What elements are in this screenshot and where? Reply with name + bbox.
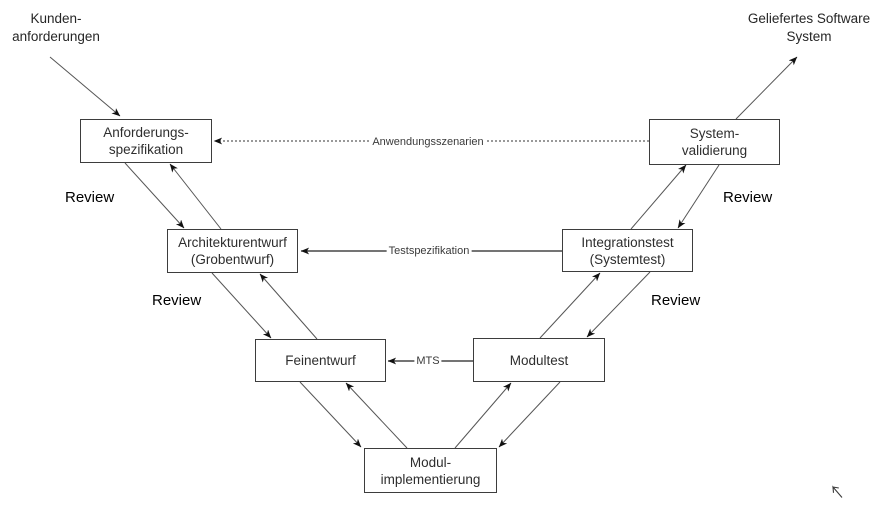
box-label-line: Modultest bbox=[509, 352, 569, 368]
arrow-modultest-to-integrationstest bbox=[539, 272, 601, 339]
box-integrationstest: Integrationstest (Systemtest) bbox=[562, 229, 693, 272]
box-label-line: Modul- bbox=[409, 454, 452, 470]
arrow-feinentwurf-to-modulimpl bbox=[299, 381, 362, 448]
arrow-modulimpl-up-left bbox=[345, 382, 408, 449]
box-label-line: Anforderungs- bbox=[103, 125, 189, 140]
box-label-line: (Grobentwurf) bbox=[190, 252, 275, 267]
label-line: Kunden- bbox=[30, 11, 82, 26]
box-label-line: (Systemtest) bbox=[589, 251, 666, 267]
edge-label-mts: MTS bbox=[414, 355, 442, 367]
review-label-left-1: Review bbox=[65, 189, 115, 206]
arrow-architektur-review-up bbox=[169, 163, 222, 230]
arrow-modultest-down-left bbox=[498, 381, 561, 448]
box-label-line: Feinentwurf bbox=[285, 353, 356, 368]
edge-label-testspezifikation: Testspezifikation bbox=[386, 245, 472, 257]
review-label-right-1: Review bbox=[723, 189, 773, 206]
arrow-modulimpl-to-modultest bbox=[454, 382, 512, 449]
box-architekturentwurf: Architekturentwurf (Grobentwurf) bbox=[167, 229, 298, 273]
review-label-left-2: Review bbox=[152, 292, 202, 309]
arrow-integrationstest-to-systemvalidierung bbox=[630, 164, 687, 230]
label-line: Geliefertes Software bbox=[747, 11, 871, 26]
box-label-line: spezifikation bbox=[108, 142, 184, 157]
label-line: anforderungen bbox=[12, 29, 100, 44]
arrow-kundenanforderungen-in bbox=[49, 56, 121, 117]
arrow-architektur-to-feinentwurf bbox=[211, 272, 272, 339]
review-label-right-2: Review bbox=[651, 292, 701, 309]
arrow-anforderung-to-architektur bbox=[124, 162, 185, 229]
arrow-feinentwurf-review-up bbox=[259, 273, 318, 340]
label-line: System bbox=[786, 29, 832, 44]
box-label-line: Architekturentwurf bbox=[178, 235, 287, 250]
box-anforderungsspezifikation: Anforderungs- spezifikation bbox=[80, 119, 212, 163]
box-modultest: Modultest bbox=[473, 338, 605, 382]
edge-label-anwendungsszenarien: Anwendungsszenarien bbox=[370, 136, 486, 148]
left-descending-arrows bbox=[124, 162, 408, 449]
box-label-line: implementierung bbox=[380, 471, 481, 487]
arrow-integrationstest-review-down bbox=[586, 271, 651, 338]
mouse-cursor bbox=[832, 485, 843, 498]
arrow-systemvalidierung-review-down bbox=[677, 164, 720, 229]
box-label-line: System- bbox=[689, 126, 740, 141]
right-ascending-arrows bbox=[454, 164, 720, 449]
arrow-geliefertes-system-out bbox=[735, 56, 798, 120]
box-systemvalidierung: System- validierung bbox=[649, 119, 780, 165]
label-kundenanforderungen: Kunden- anforderungen bbox=[2, 10, 110, 46]
box-modulimplementierung: Modul- implementierung bbox=[364, 448, 497, 493]
entry-exit-arrows bbox=[49, 56, 798, 120]
box-label-line: Integrationstest bbox=[581, 234, 674, 250]
label-geliefertes-software-system: Geliefertes Software System bbox=[740, 10, 878, 46]
box-feinentwurf: Feinentwurf bbox=[255, 339, 386, 382]
box-label-line: validierung bbox=[681, 143, 748, 158]
